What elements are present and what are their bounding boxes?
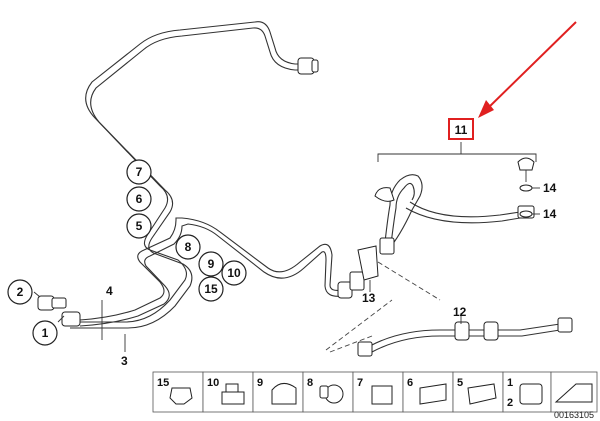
arrow-pictogram-icon bbox=[554, 383, 593, 403]
callout-5: 5 bbox=[126, 213, 152, 239]
callout-1: 1 bbox=[32, 320, 58, 346]
legend-cell-label: 1 bbox=[507, 377, 513, 389]
callout-3: 3 bbox=[121, 354, 128, 368]
callout-14-top: 14 bbox=[543, 181, 557, 195]
callout-13: 13 bbox=[362, 291, 376, 305]
legend-cell-label: 6 bbox=[407, 377, 413, 389]
front-brake-pipe bbox=[79, 217, 365, 327]
callout-7: 7 bbox=[126, 159, 152, 185]
callout-2: 2 bbox=[7, 279, 33, 305]
legend-cell-label: 15 bbox=[157, 377, 169, 389]
callout-4: 4 bbox=[106, 284, 113, 298]
svg-text:5: 5 bbox=[136, 219, 143, 233]
legend-cell-label: 10 bbox=[207, 377, 219, 389]
svg-text:2: 2 bbox=[17, 285, 24, 299]
guide-lines bbox=[325, 261, 441, 353]
svg-text:8: 8 bbox=[185, 240, 192, 254]
svg-text:6: 6 bbox=[136, 192, 143, 206]
svg-text:7: 7 bbox=[136, 165, 143, 179]
legend-cell-label: 8 bbox=[307, 377, 313, 389]
callout-14-bottom: 14 bbox=[543, 207, 557, 221]
callout-6: 6 bbox=[126, 186, 152, 212]
legend-cell-label: 5 bbox=[457, 377, 463, 389]
brake-hose-assembly bbox=[357, 142, 540, 292]
legend-cell-label: 2 bbox=[507, 397, 513, 409]
svg-text:10: 10 bbox=[227, 266, 241, 280]
callout-11-highlight: 11 bbox=[448, 118, 474, 140]
svg-text:1: 1 bbox=[42, 326, 49, 340]
callout-12: 12 bbox=[453, 305, 467, 319]
callout-8: 8 bbox=[175, 234, 201, 260]
callout-10: 10 bbox=[221, 260, 247, 286]
left-fittings bbox=[33, 291, 126, 352]
callout-9: 9 bbox=[198, 251, 224, 277]
legend-cell-label: 7 bbox=[357, 377, 363, 389]
red-arrow-icon bbox=[478, 21, 577, 118]
rear-brake-pipe bbox=[70, 21, 319, 329]
reference-number: 00163105 bbox=[554, 410, 594, 420]
svg-text:15: 15 bbox=[204, 282, 218, 296]
parts-legend: 15 10 9 8 7 6 5 1 2 bbox=[152, 371, 598, 413]
sensor-cable bbox=[357, 313, 573, 357]
svg-text:9: 9 bbox=[208, 257, 215, 271]
callout-15: 15 bbox=[198, 276, 224, 302]
legend-cell-label: 9 bbox=[257, 377, 263, 389]
svg-text:11: 11 bbox=[455, 123, 468, 137]
